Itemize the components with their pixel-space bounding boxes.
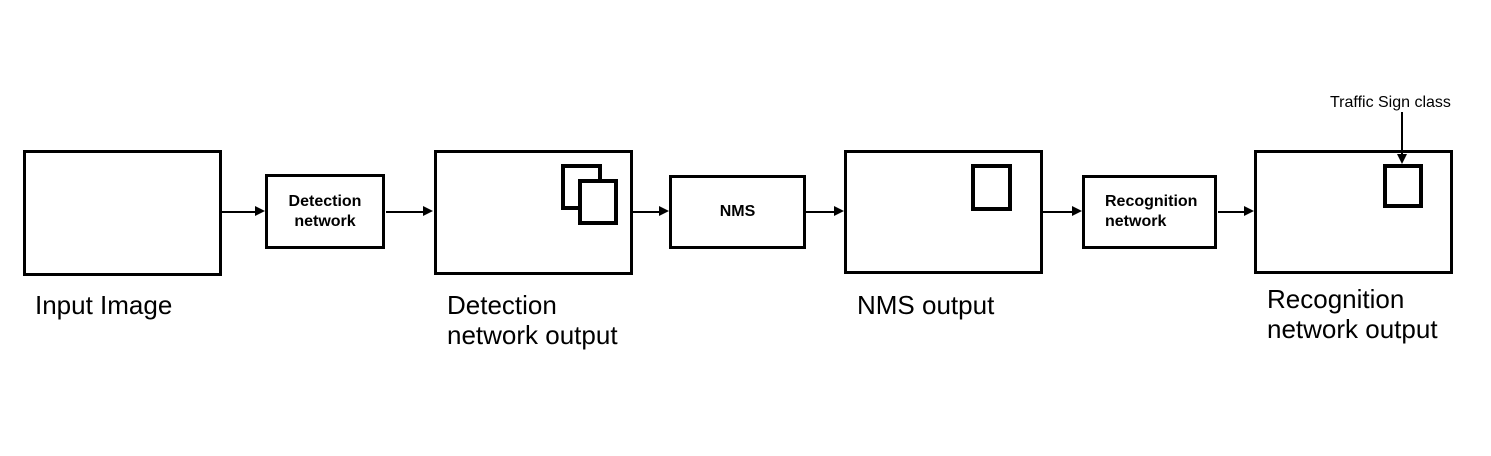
nms-output-label: NMS output — [857, 290, 995, 320]
arrow-line — [633, 211, 660, 213]
traffic-sign-class-label: Traffic Sign class — [1330, 94, 1451, 111]
nms-box: NMS — [669, 175, 806, 249]
arrowhead-right-icon — [1244, 206, 1254, 216]
nms-label: NMS — [719, 203, 756, 220]
detection-network-label: Detection network — [288, 192, 362, 230]
arrowhead-right-icon — [659, 206, 669, 216]
arrow-line — [1218, 211, 1245, 213]
input-image-label: Input Image — [35, 290, 173, 320]
arrowhead-right-icon — [255, 206, 265, 216]
arrowhead-right-icon — [423, 206, 433, 216]
arrow-line — [1401, 112, 1403, 154]
nms-output-box — [844, 150, 1043, 274]
arrow-line — [806, 211, 835, 213]
bounding-box — [1383, 164, 1423, 208]
bounding-box-front — [578, 179, 618, 225]
arrow-line — [386, 211, 424, 213]
bounding-box — [971, 164, 1012, 211]
arrowhead-down-icon — [1397, 154, 1407, 164]
recognition-network-output-label: Recognition network output — [1267, 284, 1438, 344]
arrow-line — [222, 211, 256, 213]
detection-network-output-label: Detection network output — [447, 290, 618, 350]
arrow-line — [1043, 211, 1073, 213]
input-image-box — [23, 150, 222, 276]
arrowhead-right-icon — [1072, 206, 1082, 216]
arrowhead-right-icon — [834, 206, 844, 216]
recognition-network-box: Recognition network — [1082, 175, 1217, 249]
recognition-network-output-box — [1254, 150, 1453, 274]
recognition-network-label: Recognition network — [1105, 193, 1198, 230]
detection-network-box: Detection network — [265, 174, 385, 249]
